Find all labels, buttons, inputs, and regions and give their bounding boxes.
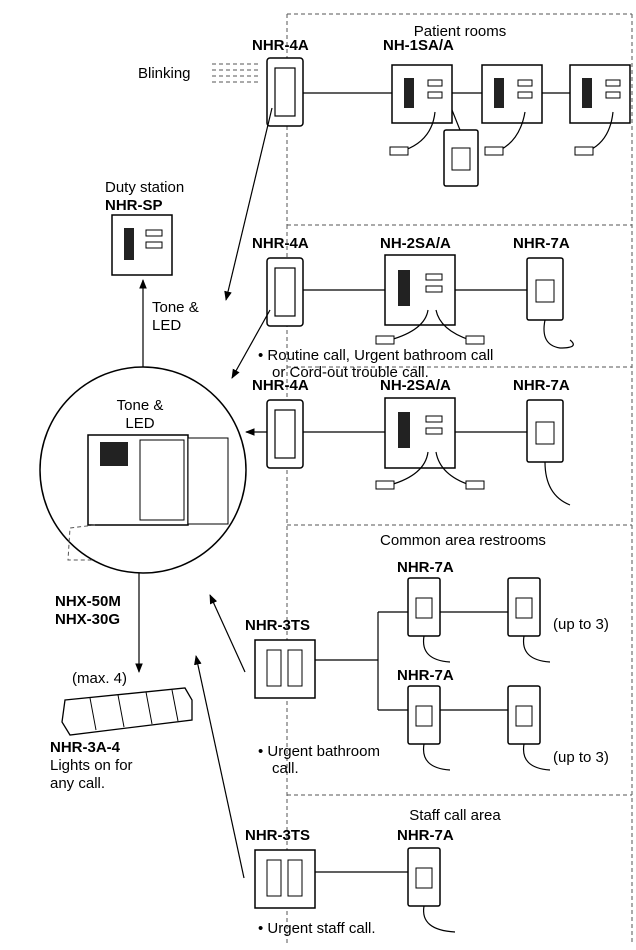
model-nh2sa-1: NH-2SA/A <box>380 235 451 252</box>
pull-cord-station-common-2 <box>507 577 551 663</box>
zone-label-staff-area: Staff call area <box>409 807 501 824</box>
corridor-lamp-nhr4a-1 <box>266 57 304 127</box>
model-nhr4a-1: NHR-4A <box>252 37 309 54</box>
blinking-label: Blinking <box>138 65 191 82</box>
annunciator-panel <box>61 687 193 736</box>
tone-led-label-1b: LED <box>152 317 181 334</box>
pull-cord-station-staff <box>407 847 456 933</box>
model-nh2sa-2: NH-2SA/A <box>380 377 451 394</box>
bedside-station-2 <box>481 64 543 156</box>
tone-led-label-1a: Tone & <box>152 299 199 316</box>
model-nhr3ts-2: NHR-3TS <box>245 827 310 844</box>
zone-boundaries <box>286 13 633 945</box>
annunciator-desc-1: Lights on for <box>50 757 133 774</box>
model-nhr7a-5: NHR-7A <box>397 827 454 844</box>
toilet-switch-nhr3ts-1 <box>254 639 316 699</box>
annunciator-desc-2: any call. <box>50 775 105 792</box>
pull-cord-station-row1 <box>443 109 479 187</box>
master-station: Tone & LED <box>39 366 247 574</box>
model-nhr4a-3: NHR-4A <box>252 377 309 394</box>
row-patient-rooms-1: Blinking NHR-4A NH-1SA/A <box>138 37 631 187</box>
up-to-3-label-1: (up to 3) <box>553 616 609 633</box>
tone-led-label-2b: LED <box>125 415 154 432</box>
corridor-lamp-nhr4a-2 <box>266 257 304 327</box>
pull-cord-station-common-3 <box>407 685 451 771</box>
pull-cord-station-common-4 <box>507 685 551 771</box>
corridor-lamp-nhr4a-3 <box>266 399 304 469</box>
routine-note-2: or Cord-out trouble call. <box>272 364 429 381</box>
urgent-bath-note-2: call. <box>272 760 299 777</box>
model-nhr3ts-1: NHR-3TS <box>245 617 310 634</box>
pull-cord-station-nhr7a-1 <box>526 257 574 349</box>
toilet-switch-nhr3ts-2 <box>254 849 316 909</box>
max4-label: (max. 4) <box>72 670 127 687</box>
zone-label-patient-rooms: Patient rooms <box>414 23 507 40</box>
bedside-station-nh2sa-1 <box>375 254 485 345</box>
master-model-1: NHX-50M <box>55 593 121 610</box>
model-nhr7a-1: NHR-7A <box>513 235 570 252</box>
duty-station-title: Duty station <box>105 179 184 196</box>
model-nhr4a-2: NHR-4A <box>252 235 309 252</box>
model-nh1sa: NH-1SA/A <box>383 37 454 54</box>
row-staff-area: NHR-3TS NHR-7A • Urgent staff call. <box>245 827 456 937</box>
pull-cord-station-common-1 <box>407 577 451 663</box>
master-model-2: NHX-30G <box>55 611 120 628</box>
urgent-bath-note-1: • Urgent bathroom <box>258 743 380 760</box>
up-to-3-label-2: (up to 3) <box>553 749 609 766</box>
routine-note-1: • Routine call, Urgent bathroom call <box>258 347 493 364</box>
blinking-rays <box>212 63 258 83</box>
row-patient-rooms-3: NHR-4A NH-2SA/A NHR-7A <box>252 377 571 506</box>
duty-station-model: NHR-SP <box>105 197 163 214</box>
duty-station: Duty station NHR-SP <box>105 179 184 276</box>
bedside-station-nh2sa-2 <box>375 397 485 490</box>
signal-arrows <box>135 107 273 879</box>
bedside-station-1 <box>389 64 453 156</box>
model-nhr7a-2: NHR-7A <box>513 377 570 394</box>
row-patient-rooms-2: NHR-4A NH-2SA/A NHR-7A • Routine call, U… <box>252 235 574 381</box>
annunciator-model: NHR-3A-4 <box>50 739 121 756</box>
urgent-staff-note: • Urgent staff call. <box>258 920 376 937</box>
zone-label-common-area: Common area restrooms <box>380 532 546 549</box>
row-common-area: NHR-7A NHR-3TS NHR-7A <box>245 559 609 777</box>
tone-led-label-2a: Tone & <box>117 397 164 414</box>
model-nhr7a-4: NHR-7A <box>397 667 454 684</box>
pull-cord-station-nhr7a-2 <box>526 399 571 506</box>
bedside-station-3 <box>569 64 631 156</box>
model-nhr7a-3: NHR-7A <box>397 559 454 576</box>
